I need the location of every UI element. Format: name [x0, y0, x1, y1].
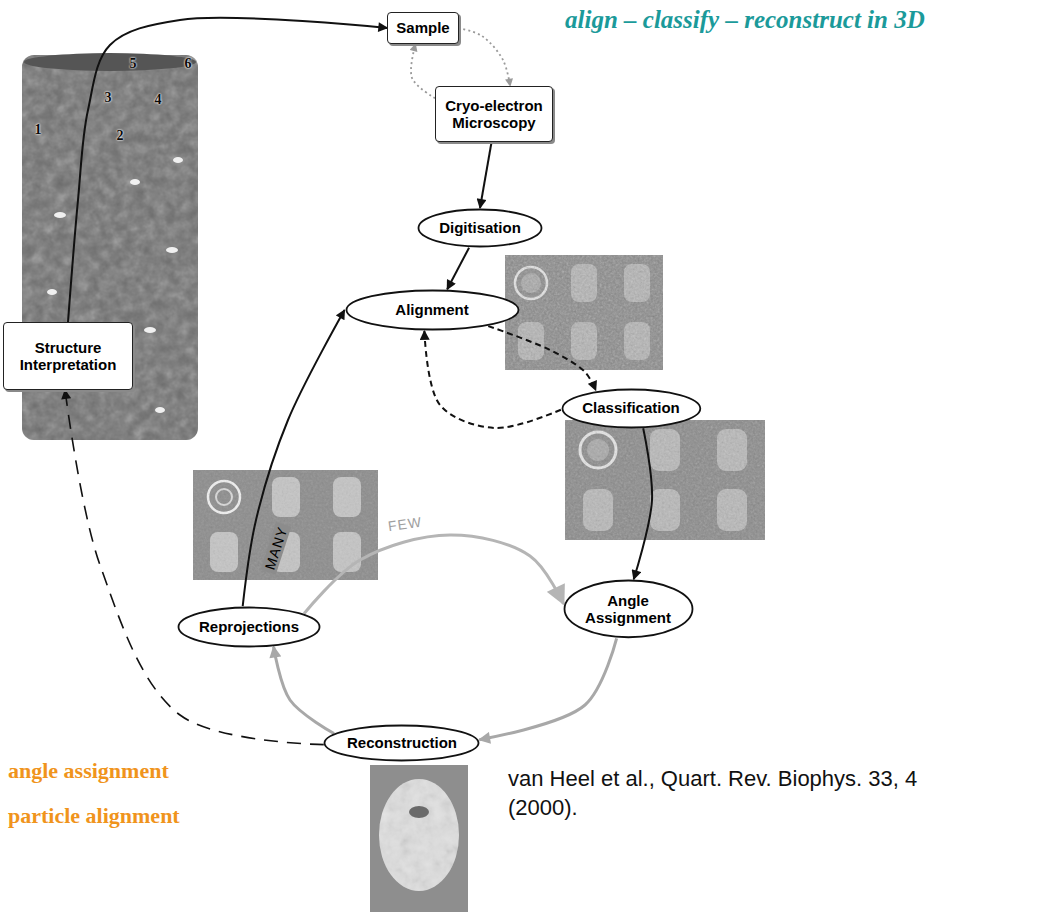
image-panel — [565, 420, 765, 540]
callout-number: 2 — [117, 128, 124, 144]
ellipse-shape — [419, 210, 542, 247]
bullet-note: particle alignment — [8, 803, 180, 829]
node-text-box: Cryo-electron Microscopy — [444, 97, 544, 132]
process-ellipse: Angle Assignment — [563, 579, 694, 639]
flow-arrow — [274, 647, 334, 734]
callout-number: 6 — [185, 56, 192, 72]
node-label: Structure Interpretation — [12, 339, 124, 374]
flow-arrow — [424, 331, 560, 428]
node-text-box: Alignment — [395, 301, 468, 318]
reconstruction-image — [370, 765, 468, 912]
node-text-box: Digitisation — [439, 219, 521, 236]
bullet-note: angle assignment — [8, 758, 169, 784]
flow-arrow — [459, 28, 510, 86]
callout-number: 4 — [155, 92, 162, 108]
slide-heading: align – classify – reconstruct in 3D — [565, 6, 925, 34]
flow-arrow — [480, 142, 492, 208]
cylinder-spot — [144, 327, 156, 333]
node-text-box: Reprojections — [199, 618, 299, 635]
node-text-box: Sample — [396, 19, 449, 36]
reconstruction-shading — [379, 779, 459, 891]
node-label: Digitisation — [439, 219, 521, 236]
ellipse-shape — [325, 726, 479, 761]
node-text-box: Reconstruction — [347, 734, 457, 751]
process-ellipse: Alignment — [345, 289, 520, 331]
node-label: Cryo-electron Microscopy — [444, 97, 544, 132]
flow-arrow — [447, 248, 469, 290]
node-text-box: Structure Interpretation — [12, 339, 124, 374]
ellipse-shape — [178, 608, 319, 647]
reconstruction-volume — [379, 779, 459, 891]
cylinder-spot — [166, 247, 178, 253]
flow-arrow — [304, 535, 563, 614]
edge-label: MANY — [261, 522, 292, 575]
process-box: Structure Interpretation — [3, 322, 133, 390]
ellipse-shape — [564, 581, 692, 638]
flow-arrow — [488, 326, 596, 390]
process-ellipse: Reprojections — [177, 606, 321, 648]
ellipse-shape — [562, 389, 700, 427]
node-label: Sample — [396, 19, 449, 36]
node-label: Classification — [582, 399, 680, 416]
image-panel — [193, 470, 378, 580]
image-noise — [505, 255, 663, 370]
image-noise — [565, 420, 765, 540]
callout-number: 1 — [35, 122, 42, 138]
node-label: Angle Assignment — [583, 592, 673, 627]
flow-arrow — [479, 638, 616, 739]
ellipse-shape — [346, 291, 518, 330]
flow-arrow — [65, 390, 324, 745]
process-box: Sample — [387, 12, 458, 44]
callout-number: 5 — [130, 56, 137, 72]
cylinder-spot — [54, 212, 66, 218]
cylinder-spot — [155, 407, 165, 413]
node-label: Reconstruction — [347, 734, 457, 751]
node-text-box: Classification — [582, 399, 680, 416]
process-ellipse: Reconstruction — [323, 724, 480, 762]
image-noise — [193, 470, 378, 580]
cylinder-spot — [47, 289, 57, 295]
cylinder-rim — [24, 53, 196, 71]
process-ellipse: Classification — [561, 388, 702, 429]
flow-arrow — [634, 428, 652, 579]
cylinder-spot — [130, 179, 140, 185]
node-text-box: Angle Assignment — [583, 592, 673, 627]
edge-label: FEW — [384, 513, 426, 534]
reconstruction-cavity — [409, 806, 429, 818]
process-box: Cryo-electron Microscopy — [435, 86, 553, 142]
callout-number: 3 — [105, 90, 112, 106]
flow-arrow — [68, 18, 387, 322]
flow-arrow — [243, 310, 345, 606]
flow-arrow — [411, 44, 435, 98]
image-panel — [505, 255, 663, 370]
cylinder-spot — [173, 157, 183, 163]
node-label: Alignment — [395, 301, 468, 318]
citation: van Heel et al., Quart. Rev. Biophys. 33… — [508, 765, 938, 822]
node-label: Reprojections — [199, 618, 299, 635]
process-ellipse: Digitisation — [417, 208, 543, 248]
